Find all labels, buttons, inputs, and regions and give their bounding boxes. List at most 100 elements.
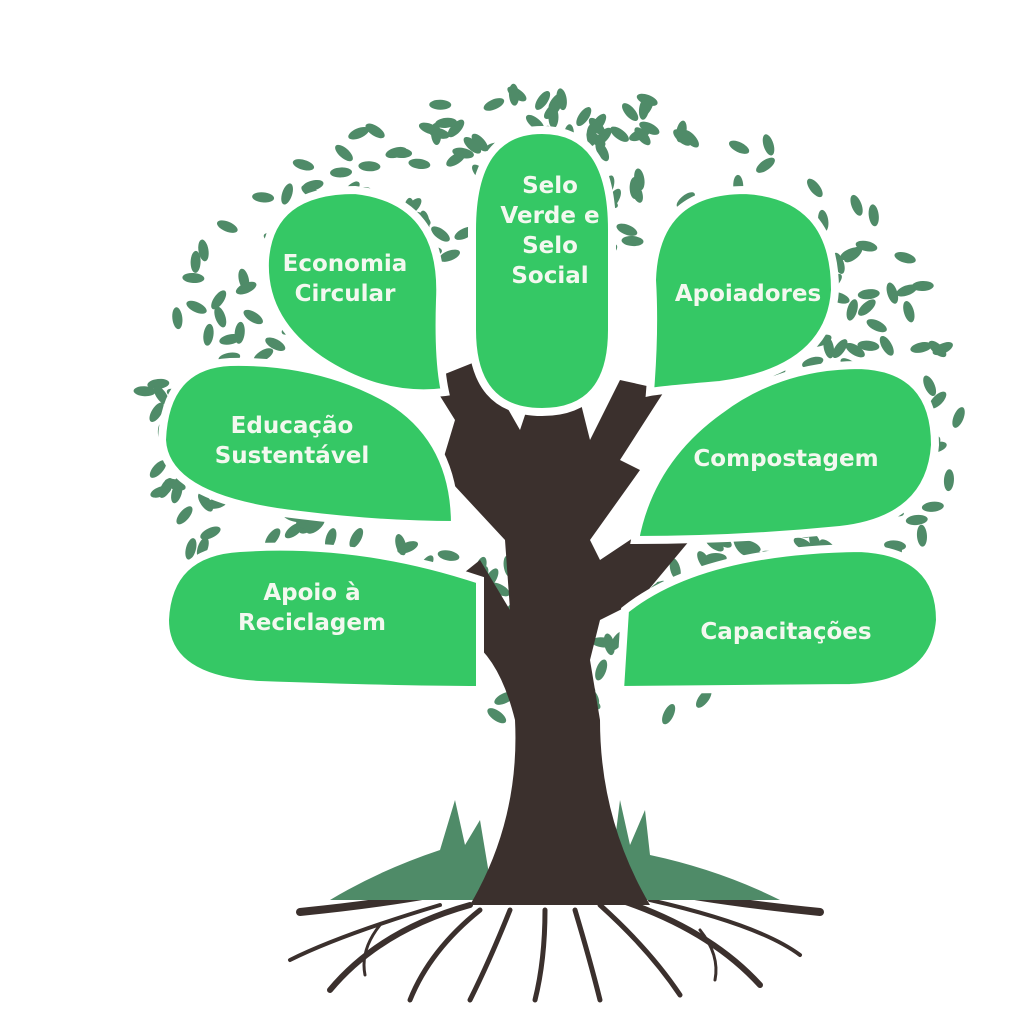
leaf-icon — [588, 117, 606, 136]
leaf-icon — [435, 117, 457, 128]
leaf-icon — [198, 239, 209, 262]
leaf-icon — [879, 335, 894, 356]
branch-label: Apoiadores — [675, 281, 821, 307]
leaf-icon — [182, 272, 205, 284]
leaf-icon — [153, 385, 169, 405]
leaf-icon — [418, 122, 440, 135]
leaf-icon — [923, 375, 937, 397]
leaf-icon — [487, 708, 507, 724]
leaf-icon — [857, 289, 880, 300]
leaf-icon — [728, 140, 750, 154]
leaf-icon — [682, 129, 699, 148]
leaf-icon — [408, 158, 431, 170]
branch-label: Capacitações — [700, 619, 871, 645]
leaf-icon — [447, 119, 465, 138]
leaf-icon — [595, 141, 610, 162]
leaf-icon — [535, 90, 551, 110]
branch-label: Apoio à — [263, 580, 360, 606]
leaf-icon — [172, 307, 183, 330]
leaf-icon — [471, 133, 489, 152]
leaf-icon — [349, 528, 364, 548]
leaf-icon — [508, 83, 520, 106]
leaf-icon — [325, 528, 337, 550]
leaf-icon — [695, 689, 712, 708]
branch-label: Economia — [283, 251, 408, 277]
leaf-icon — [832, 339, 848, 359]
leaf-icon — [235, 281, 257, 295]
leaf-icon — [756, 157, 775, 173]
leaf-icon — [483, 98, 505, 111]
leaf-icon — [548, 92, 565, 111]
leaf-icon — [211, 290, 227, 310]
leaf-icon — [850, 194, 863, 216]
leaf-icon — [894, 252, 916, 264]
branch-label: Social — [511, 263, 588, 289]
leaf-icon — [463, 136, 482, 154]
leaf-icon — [214, 306, 227, 328]
leaf-icon — [252, 192, 275, 203]
branch-label: Verde e — [500, 203, 599, 229]
branch-bubble — [645, 185, 840, 397]
branch-label: Compostagem — [693, 446, 878, 472]
branch-bubble — [630, 360, 940, 545]
leaf-icon — [265, 337, 286, 351]
leaf-icon — [807, 178, 823, 198]
leaf-icon — [669, 558, 681, 580]
leaf-icon — [639, 97, 654, 118]
leaf-icon — [176, 506, 193, 525]
leaf-icon — [929, 391, 947, 409]
leaf-icon — [943, 469, 954, 492]
leaf-icon — [265, 528, 281, 547]
leaf-icon — [200, 526, 221, 540]
branch-label: Sustentável — [215, 443, 370, 469]
leaf-icon — [910, 342, 932, 353]
leaf-icon — [348, 126, 369, 140]
leaf-icon — [921, 501, 944, 512]
leaf-icon — [429, 99, 452, 110]
leaf-icon — [147, 378, 170, 390]
branch-compostagem: Compostagem — [630, 360, 940, 545]
leaf-icon — [330, 167, 353, 178]
leaf-icon — [857, 340, 880, 351]
branch-label: Selo — [522, 233, 578, 259]
leaf-icon — [216, 220, 238, 233]
leaf-icon — [439, 249, 460, 262]
tree-trunk — [430, 360, 690, 905]
branch-bubble — [260, 185, 450, 398]
leaf-icon — [662, 704, 676, 725]
leaf-icon — [576, 107, 592, 127]
leaf-icon — [365, 123, 385, 139]
leaf-icon — [858, 299, 876, 316]
leaf-icon — [234, 321, 245, 344]
leaf-icon — [916, 524, 927, 547]
leaf-icon — [868, 204, 879, 227]
leaf-icon — [621, 236, 644, 247]
leaf-icon — [952, 407, 965, 428]
leaf-icon — [149, 402, 164, 422]
leaf-icon — [299, 518, 319, 534]
leaf-icon — [603, 633, 615, 656]
leaf-icon — [190, 250, 201, 273]
leaf-icon — [903, 300, 915, 323]
leaf-icon — [437, 550, 460, 561]
leaf-icon — [739, 540, 761, 553]
leaf-icon — [886, 282, 899, 304]
leaf-icon — [133, 386, 156, 397]
branch-bubble — [615, 543, 945, 695]
leaf-icon — [866, 319, 887, 333]
branch-bubble — [157, 357, 460, 530]
leaf-icon — [159, 478, 173, 498]
leaf-icon — [186, 300, 207, 314]
branch-capacitacoes: Capacitações — [615, 543, 945, 695]
leaf-icon — [149, 460, 167, 478]
leaf-icon — [639, 121, 660, 135]
leaf-icon — [595, 659, 608, 681]
leaf-icon — [928, 340, 947, 358]
leaf-icon — [896, 284, 918, 297]
branch-apoiadores: Apoiadores — [645, 185, 840, 397]
leaf-icon — [884, 540, 906, 551]
